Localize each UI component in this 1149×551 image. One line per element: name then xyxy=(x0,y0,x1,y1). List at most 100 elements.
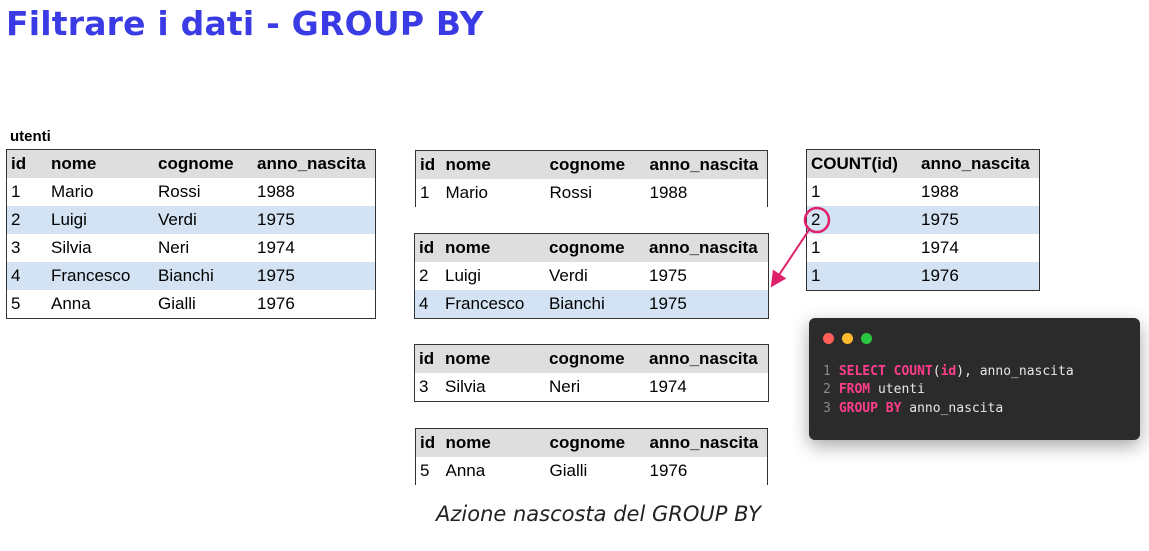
cell-cognome: Neri xyxy=(158,238,190,257)
column-header: anno_nascita xyxy=(645,150,768,179)
cell-cognome: Rossi xyxy=(549,183,593,202)
cell-cognome: Neri xyxy=(549,377,581,396)
keyword-count: COUNT xyxy=(893,364,933,379)
group-table-1988: id nome cognome anno_nascita 1 Mario Ros… xyxy=(415,150,768,207)
column-header: COUNT(id) xyxy=(807,150,917,178)
column-header: cognome xyxy=(545,345,645,373)
cell-id: 4 xyxy=(415,290,441,318)
cell-cognome: Rossi xyxy=(158,182,201,201)
cell-anno-nascita: 1975 xyxy=(645,290,768,318)
cell-cognome: Gialli xyxy=(549,461,588,480)
cell-id: 5 xyxy=(11,294,21,313)
cell-cognome: Verdi xyxy=(549,266,588,285)
cell-id: 5 xyxy=(420,461,430,480)
code-line-3: 3 GROUP BY anno_nascita xyxy=(823,401,1003,416)
cell-cognome: Gialli xyxy=(158,294,196,313)
highlight-circle xyxy=(803,206,831,234)
identifier-id: id xyxy=(940,364,957,379)
cell-nome: Anna xyxy=(445,461,486,480)
table-header-row: COUNT(id) anno_nascita xyxy=(807,150,1039,178)
close-dot-icon xyxy=(823,333,834,344)
cell-anno-nascita: 1988 xyxy=(921,182,959,201)
paren-open: ( xyxy=(932,364,941,379)
table-header-row: id nome cognome anno_nascita xyxy=(7,150,375,178)
table-row: 1 Mario Rossi 1988 xyxy=(7,178,375,206)
column-header: anno_nascita xyxy=(645,345,768,373)
table-row: 2 Luigi Verdi 1975 xyxy=(7,206,375,234)
column-header: cognome xyxy=(545,428,646,457)
cell-nome: Silvia xyxy=(445,377,486,396)
column-header: anno_nascita xyxy=(645,234,768,262)
cell-nome: Anna xyxy=(51,294,91,313)
code-text: anno_nascita xyxy=(901,401,1004,416)
cell-count: 1 xyxy=(811,238,821,257)
utenti-table: id nome cognome anno_nascita 1 Mario Ros… xyxy=(6,149,376,319)
cell-id: 3 xyxy=(419,377,429,396)
table-row: 1 Mario Rossi 1988 xyxy=(416,179,768,207)
cell-cognome: Bianchi xyxy=(154,262,253,290)
table-row: 1 1976 xyxy=(807,262,1039,290)
slide-caption: Azione nascosta del GROUP BY xyxy=(436,502,761,526)
code-text: utenti xyxy=(870,382,925,397)
column-header: nome xyxy=(441,345,545,373)
cell-nome: Luigi xyxy=(47,206,154,234)
cell-anno-nascita: 1988 xyxy=(649,183,688,202)
column-header: anno_nascita xyxy=(253,150,375,178)
page-title: Filtrare i dati - GROUP BY xyxy=(6,4,484,43)
cell-id: 2 xyxy=(7,206,47,234)
cell-anno-nascita: 1975 xyxy=(253,262,375,290)
cell-cognome: Bianchi xyxy=(545,290,645,318)
utenti-table-caption: utenti xyxy=(10,128,51,145)
cell-anno-nascita: 1974 xyxy=(921,238,959,257)
cell-anno-nascita: 1974 xyxy=(257,238,295,257)
paren-close: ) xyxy=(956,364,965,379)
keyword-select: SELECT xyxy=(838,364,886,379)
line-number: 2 xyxy=(823,382,831,397)
column-header: nome xyxy=(441,234,545,262)
column-header: id xyxy=(415,234,441,262)
column-header: cognome xyxy=(154,150,253,178)
line-number: 1 xyxy=(823,364,831,379)
cell-anno-nascita: 1975 xyxy=(917,206,1039,234)
cell-nome: Mario xyxy=(51,182,94,201)
table-header-row: id nome cognome anno_nascita xyxy=(415,428,768,457)
cell-anno-nascita: 1975 xyxy=(253,206,375,234)
column-header: anno_nascita xyxy=(917,150,1039,178)
column-header: anno_nascita xyxy=(645,428,768,457)
column-header: nome xyxy=(441,428,546,457)
table-header-row: id nome cognome anno_nascita xyxy=(415,234,768,262)
cell-id: 1 xyxy=(11,182,21,201)
cell-anno-nascita: 1976 xyxy=(649,461,688,480)
maximize-dot-icon xyxy=(861,333,872,344)
cell-nome: Silvia xyxy=(51,238,92,257)
arrow-line xyxy=(770,229,810,288)
cell-anno-nascita: 1974 xyxy=(649,377,687,396)
group-table-1974: id nome cognome anno_nascita 3 Silvia Ne… xyxy=(414,344,769,402)
column-header: nome xyxy=(47,150,154,178)
table-row: 4 Francesco Bianchi 1975 xyxy=(7,262,375,290)
minimize-dot-icon xyxy=(842,333,853,344)
table-row: 2 Luigi Verdi 1975 xyxy=(415,262,768,290)
cell-nome: Francesco xyxy=(47,262,154,290)
table-row: 5 Anna Gialli 1976 xyxy=(7,290,375,318)
column-header: id xyxy=(415,428,442,457)
table-row: 1 1988 xyxy=(807,178,1039,206)
cell-nome: Mario xyxy=(445,183,489,202)
cell-anno-nascita: 1976 xyxy=(917,262,1039,290)
cell-id: 2 xyxy=(419,266,429,285)
table-row: 5 Anna Gialli 1976 xyxy=(416,457,768,485)
table-header-row: id nome cognome anno_nascita xyxy=(415,345,768,373)
table-row: 3 Silvia Neri 1974 xyxy=(7,234,375,262)
keyword-group-by: GROUP BY xyxy=(838,401,902,416)
column-header: id xyxy=(7,150,47,178)
cell-count: 1 xyxy=(807,262,917,290)
cell-id: 4 xyxy=(7,262,47,290)
line-number: 3 xyxy=(823,401,831,416)
cell-anno-nascita: 1976 xyxy=(257,294,295,313)
cell-id: 1 xyxy=(420,183,430,202)
cell-nome: Luigi xyxy=(445,266,481,285)
column-header: cognome xyxy=(545,234,645,262)
